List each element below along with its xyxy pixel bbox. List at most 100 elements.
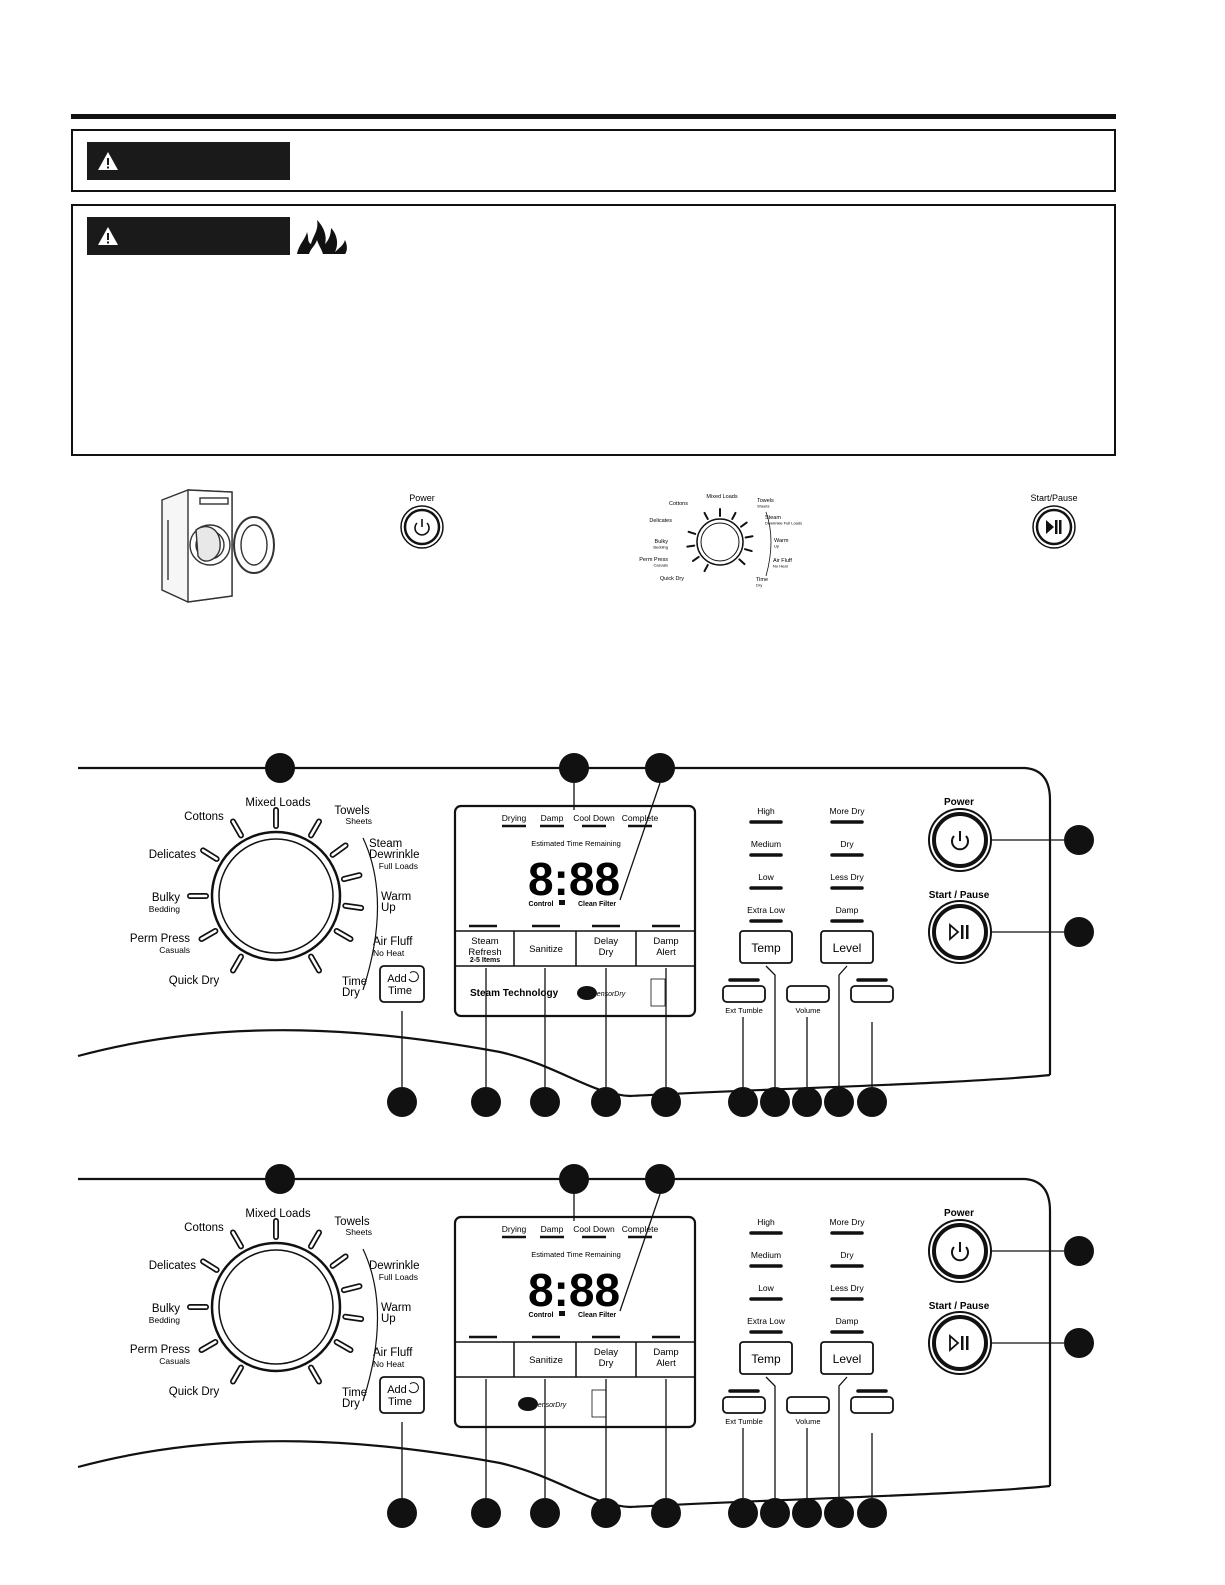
temp-button[interactable]: Temp	[739, 1341, 793, 1375]
cycle-label: Warm	[381, 1302, 411, 1314]
display-panel	[453, 1215, 697, 1429]
dry-level-label: Less Dry	[830, 872, 864, 882]
volume-button[interactable]	[786, 985, 830, 1003]
callout-marker	[387, 1087, 417, 1117]
dial-tick	[731, 511, 737, 521]
fire-icon	[297, 220, 347, 254]
power-icon	[951, 831, 969, 851]
callout-marker	[591, 1498, 621, 1528]
start-pause-button[interactable]	[928, 900, 992, 964]
temp-level-label: Extra Low	[747, 905, 786, 915]
he-logo-icon	[577, 986, 597, 1000]
callout-marker	[857, 1498, 887, 1528]
dial-tick	[740, 521, 748, 528]
status-indicator-label: Complete	[622, 1224, 659, 1234]
cycle-sublabel: Up	[381, 902, 396, 914]
dial-cycle-sublabel: No Heat	[773, 564, 789, 569]
temp-level-label: High	[757, 1217, 775, 1227]
volume-button[interactable]	[786, 1396, 830, 1414]
play-pause-icon	[1046, 520, 1062, 534]
warning-triangle-icon	[98, 227, 118, 245]
time-digits: 8:88	[528, 1264, 620, 1316]
cycle-sublabel: Dry	[342, 987, 360, 999]
dial-cycle-label: Mixed Loads	[706, 494, 737, 500]
dial-cycle-label: Air Fluff	[773, 558, 792, 564]
warning-badge	[87, 217, 290, 255]
dial-cycle-label: Delicates	[649, 518, 672, 524]
cycle-label: Cottons	[184, 1222, 224, 1234]
unlabeled-option-button[interactable]	[850, 985, 894, 1003]
temp-button[interactable]: Temp	[739, 930, 793, 964]
cycle-label: Time	[342, 1387, 367, 1399]
warning-triangle-icon	[98, 152, 118, 170]
status-indicator-label: Damp	[541, 813, 564, 823]
level-button[interactable]: Level	[820, 930, 874, 964]
callout-marker	[1064, 917, 1094, 947]
steam-technology-label: Steam Technology	[470, 988, 559, 999]
add-time-label: Add	[387, 973, 407, 985]
callout-marker	[387, 1498, 417, 1528]
power-button[interactable]	[928, 1219, 992, 1283]
temp-level-label: Low	[758, 1283, 774, 1293]
callout-marker	[559, 1164, 589, 1194]
dial-tick	[686, 544, 696, 548]
dial-tick	[703, 511, 709, 521]
start-pause-button[interactable]	[928, 1311, 992, 1375]
option-button-2[interactable]: Sanitize	[514, 931, 576, 966]
callout-marker	[471, 1498, 501, 1528]
sensor-dry-label: ensorDry	[597, 991, 626, 998]
dry-level-label: Damp	[836, 905, 859, 915]
lock-icon	[559, 1311, 565, 1316]
dryer-load-illustration	[161, 489, 275, 603]
cycle-label: Time	[342, 976, 367, 988]
he-logo-icon	[518, 1397, 538, 1411]
add-time-label: Time	[388, 985, 412, 997]
dial-tick	[744, 535, 754, 539]
power-button[interactable]	[928, 808, 992, 872]
dial-cycle-sublabel: Casuals	[654, 563, 668, 568]
callout-marker	[760, 1498, 790, 1528]
clean-filter-label: Clean Filter	[578, 1312, 616, 1319]
power-label: Power	[944, 797, 974, 808]
dial-tick	[738, 558, 746, 566]
control-lock-label: Control	[529, 1312, 554, 1319]
temp-level-label: High	[757, 806, 775, 816]
dry-level-label: Damp	[836, 1316, 859, 1326]
display-panel	[453, 804, 697, 1018]
ext-tumble-button[interactable]	[722, 985, 766, 1003]
cycle-label: Towels	[334, 805, 369, 817]
fire-warning-box	[71, 204, 1116, 456]
temp-button-label: Temp	[751, 1352, 781, 1366]
ext-tumble-button[interactable]	[722, 1396, 766, 1414]
status-indicator-label: Cool Down	[573, 813, 615, 823]
cycle-label: Cottons	[184, 811, 224, 823]
step-start-pause-button[interactable]	[1032, 505, 1076, 549]
cycle-label: Quick Dry	[169, 975, 220, 987]
callout-marker	[1064, 1328, 1094, 1358]
temp-level-label: Medium	[751, 1250, 781, 1260]
add-time-label: Add	[387, 1384, 407, 1396]
callout-marker	[728, 1087, 758, 1117]
dial-cycle-label: Quick Dry	[660, 576, 684, 582]
temp-level-label: Low	[758, 872, 774, 882]
cycle-sublabel: No Heat	[373, 1359, 405, 1369]
dry-level-label: Dry	[840, 1250, 854, 1260]
level-button[interactable]: Level	[820, 1341, 874, 1375]
dry-level-label: Dry	[840, 839, 854, 849]
step-power-button[interactable]	[400, 505, 444, 549]
unlabeled-option-button[interactable]	[850, 1396, 894, 1414]
status-indicator-label: Complete	[622, 813, 659, 823]
cycle-sublabel: Full Loads	[379, 861, 418, 871]
cycle-label: Mixed Loads	[245, 1208, 310, 1220]
option-button-1[interactable]	[455, 1342, 514, 1377]
option-button-2[interactable]: Sanitize	[514, 1342, 576, 1377]
